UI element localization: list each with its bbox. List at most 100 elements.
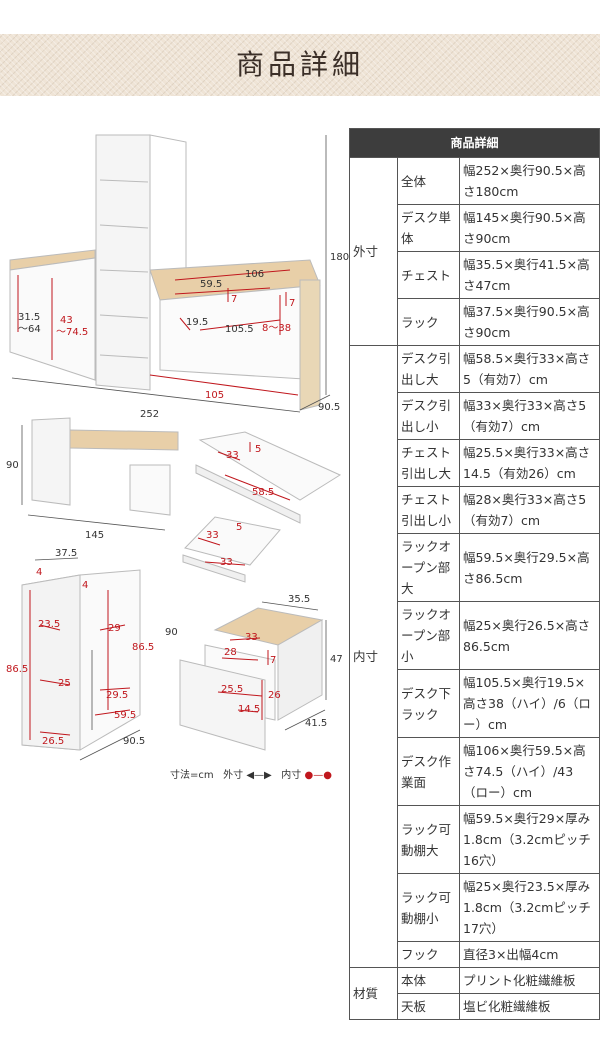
value-cell: 幅28×奥行33×高さ5（有効7）cm (459, 486, 600, 534)
legend-outer-arrow: ◀—▶ (246, 770, 272, 781)
value-cell: 幅105.5×奥行19.5×高さ38（ハイ）/6（ロー）cm (459, 669, 600, 738)
dim-59-5: 59.5 (200, 279, 222, 290)
chest-large-width: 25.5 (221, 684, 243, 695)
value-cell: 幅58.5×奥行33×高さ5（有効7）cm (459, 345, 600, 393)
dim-74-5: 〜74.5 (56, 327, 88, 338)
item-cell: デスク引出し小 (397, 392, 460, 440)
legend-inner-label: 内寸 (281, 770, 302, 781)
legend-inner-marker: ●—● (304, 770, 332, 781)
legend-unit: 寸法=cm (170, 770, 214, 781)
item-cell: チェスト (397, 251, 460, 299)
product-diagram: 180 90.5 252 106 59.5 7 7 31.5 〜64 43 〜7… (6, 134, 349, 761)
value-cell: 幅59.5×奥行29.5×高さ86.5cm (459, 533, 600, 602)
item-cell: デスク引出し大 (397, 345, 460, 393)
table-row: チェスト 幅35.5×奥行41.5×高さ47cm (350, 251, 600, 299)
rack-shelf-small-depth: 23.5 (38, 619, 60, 630)
rack-open-small-width: 25 (58, 678, 71, 689)
category-cell: 外寸 (349, 157, 398, 346)
chest-large-height: 14.5 (238, 704, 260, 715)
value-cell: 幅25×奥行23.5×厚み1.8cm（3.2cmピッチ17穴） (459, 873, 600, 942)
chest-small-height: 7 (270, 655, 276, 666)
table-row: 内寸 デスク引出し大 幅58.5×奥行33×高さ5（有効7）cm (349, 345, 600, 968)
table-row: ラック 幅37.5×奥行90.5×高さ90cm (350, 298, 600, 346)
chest-small-depth: 33 (245, 632, 258, 643)
value-cell: 幅106×奥行59.5×高さ74.5（ハイ）/43（ロー）cm (459, 737, 600, 806)
rack-width: 37.5 (55, 548, 77, 559)
item-cell: ラック可動棚大 (397, 805, 460, 874)
value-cell: 幅25×奥行26.5×高さ86.5cm (459, 601, 600, 670)
drawer-small-width: 33 (220, 557, 233, 568)
item-cell: ラック (397, 298, 460, 346)
value-cell: 塩ビ化粧繊維板 (459, 993, 600, 1020)
category-cell: 材質 (349, 967, 398, 1020)
table-row: 天板 塩ビ化粧繊維板 (350, 993, 600, 1020)
table-row: 材質 本体 プリント化粧繊維板 (349, 967, 600, 1020)
item-cell: デスク下ラック (397, 669, 460, 738)
table-row: ラック可動棚小 幅25×奥行23.5×厚み1.8cm（3.2cmピッチ17穴） (350, 873, 600, 942)
category-cell: 内寸 (349, 345, 398, 968)
drawer-small-depth: 33 (206, 530, 219, 541)
dim-252: 252 (140, 409, 159, 420)
value-cell: 幅37.5×奥行90.5×高さ90cm (459, 298, 600, 346)
rack-open-height-b: 86.5 (132, 642, 154, 653)
spec-table-heading: 商品詳細 (349, 128, 600, 158)
value-cell: 直径3×出幅4cm (459, 941, 600, 968)
item-cell: チェスト引出し小 (397, 486, 460, 534)
table-row: フック 直径3×出幅4cm (350, 941, 600, 968)
item-cell: ラックオープン部小 (397, 601, 460, 670)
rack-open-small-depth: 26.5 (42, 736, 64, 747)
dim-180: 180 (330, 252, 349, 263)
dimension-legend: 寸法=cm 外寸 ◀—▶ 内寸 ●—● (170, 766, 332, 781)
dim-43: 43 (60, 315, 73, 326)
rack-hook-a: 4 (36, 567, 42, 578)
item-cell: デスク作業面 (397, 737, 460, 806)
table-row: デスク単体 幅145×奥行90.5×高さ90cm (350, 204, 600, 252)
rack-open-large-depth: 29.5 (106, 690, 128, 701)
value-cell: 幅25.5×奥行33×高さ14.5（有効26）cm (459, 439, 600, 487)
value-cell: プリント化粧繊維板 (459, 967, 600, 994)
dim-106: 106 (245, 269, 264, 280)
item-cell: フック (397, 941, 460, 968)
drawer-large-width: 58.5 (252, 487, 274, 498)
value-cell: 幅33×奥行33×高さ5（有効7）cm (459, 392, 600, 440)
dim-90-5: 90.5 (318, 402, 340, 413)
dim-31-5: 31.5 (18, 312, 40, 323)
page-title: 商品詳細 (235, 48, 364, 81)
rack-height: 90 (165, 627, 178, 638)
dim-19-5: 19.5 (186, 317, 208, 328)
header-banner (0, 34, 600, 96)
table-row: デスク引出し小 幅33×奥行33×高さ5（有効7）cm (350, 392, 600, 440)
rack-shelf-large-depth: 29 (108, 623, 121, 634)
chest-depth: 41.5 (305, 718, 327, 729)
dim-7-b: 7 (289, 298, 295, 309)
value-cell: 幅35.5×奥行41.5×高さ47cm (459, 251, 600, 299)
chest-width: 35.5 (288, 594, 310, 605)
item-cell: 本体 (397, 967, 460, 994)
item-cell: ラックオープン部大 (397, 533, 460, 602)
legend-outer-label: 外寸 (223, 770, 244, 781)
table-row: チェスト引出し大 幅25.5×奥行33×高さ14.5（有効26）cm (350, 439, 600, 487)
chest-height: 47 (330, 654, 343, 665)
item-cell: 天板 (397, 993, 460, 1020)
item-cell: ラック可動棚小 (397, 873, 460, 942)
rack-open-large-width: 59.5 (114, 710, 136, 721)
drawer-small-height: 5 (236, 522, 242, 533)
drawer-large-height: 5 (255, 444, 261, 455)
value-cell: 幅59.5×奥行29×厚み1.8cm（3.2cmピッチ16穴） (459, 805, 600, 874)
dim-105-5: 105.5 (225, 324, 254, 335)
chest-large-depth: 26 (268, 690, 281, 701)
drawer-large-depth: 33 (226, 450, 239, 461)
chest-small-width: 28 (224, 647, 237, 658)
dim-7-a: 7 (231, 294, 237, 305)
rack-depth: 90.5 (123, 736, 145, 747)
item-cell: 全体 (397, 157, 460, 205)
value-cell: 幅145×奥行90.5×高さ90cm (459, 204, 600, 252)
desk-dim-90: 90 (6, 460, 19, 471)
desk-dim-145: 145 (85, 530, 104, 541)
value-cell: 幅252×奥行90.5×高さ180cm (459, 157, 600, 205)
rack-hook-b: 4 (82, 580, 88, 591)
item-cell: チェスト引出し大 (397, 439, 460, 487)
table-row: ラックオープン部小 幅25×奥行26.5×高さ86.5cm (350, 601, 600, 670)
table-row: 外寸 全体 幅252×奥行90.5×高さ180cm (349, 157, 600, 346)
spec-table: 商品詳細 外寸 全体 幅252×奥行90.5×高さ180cm デスク単体 幅14… (349, 128, 600, 1020)
